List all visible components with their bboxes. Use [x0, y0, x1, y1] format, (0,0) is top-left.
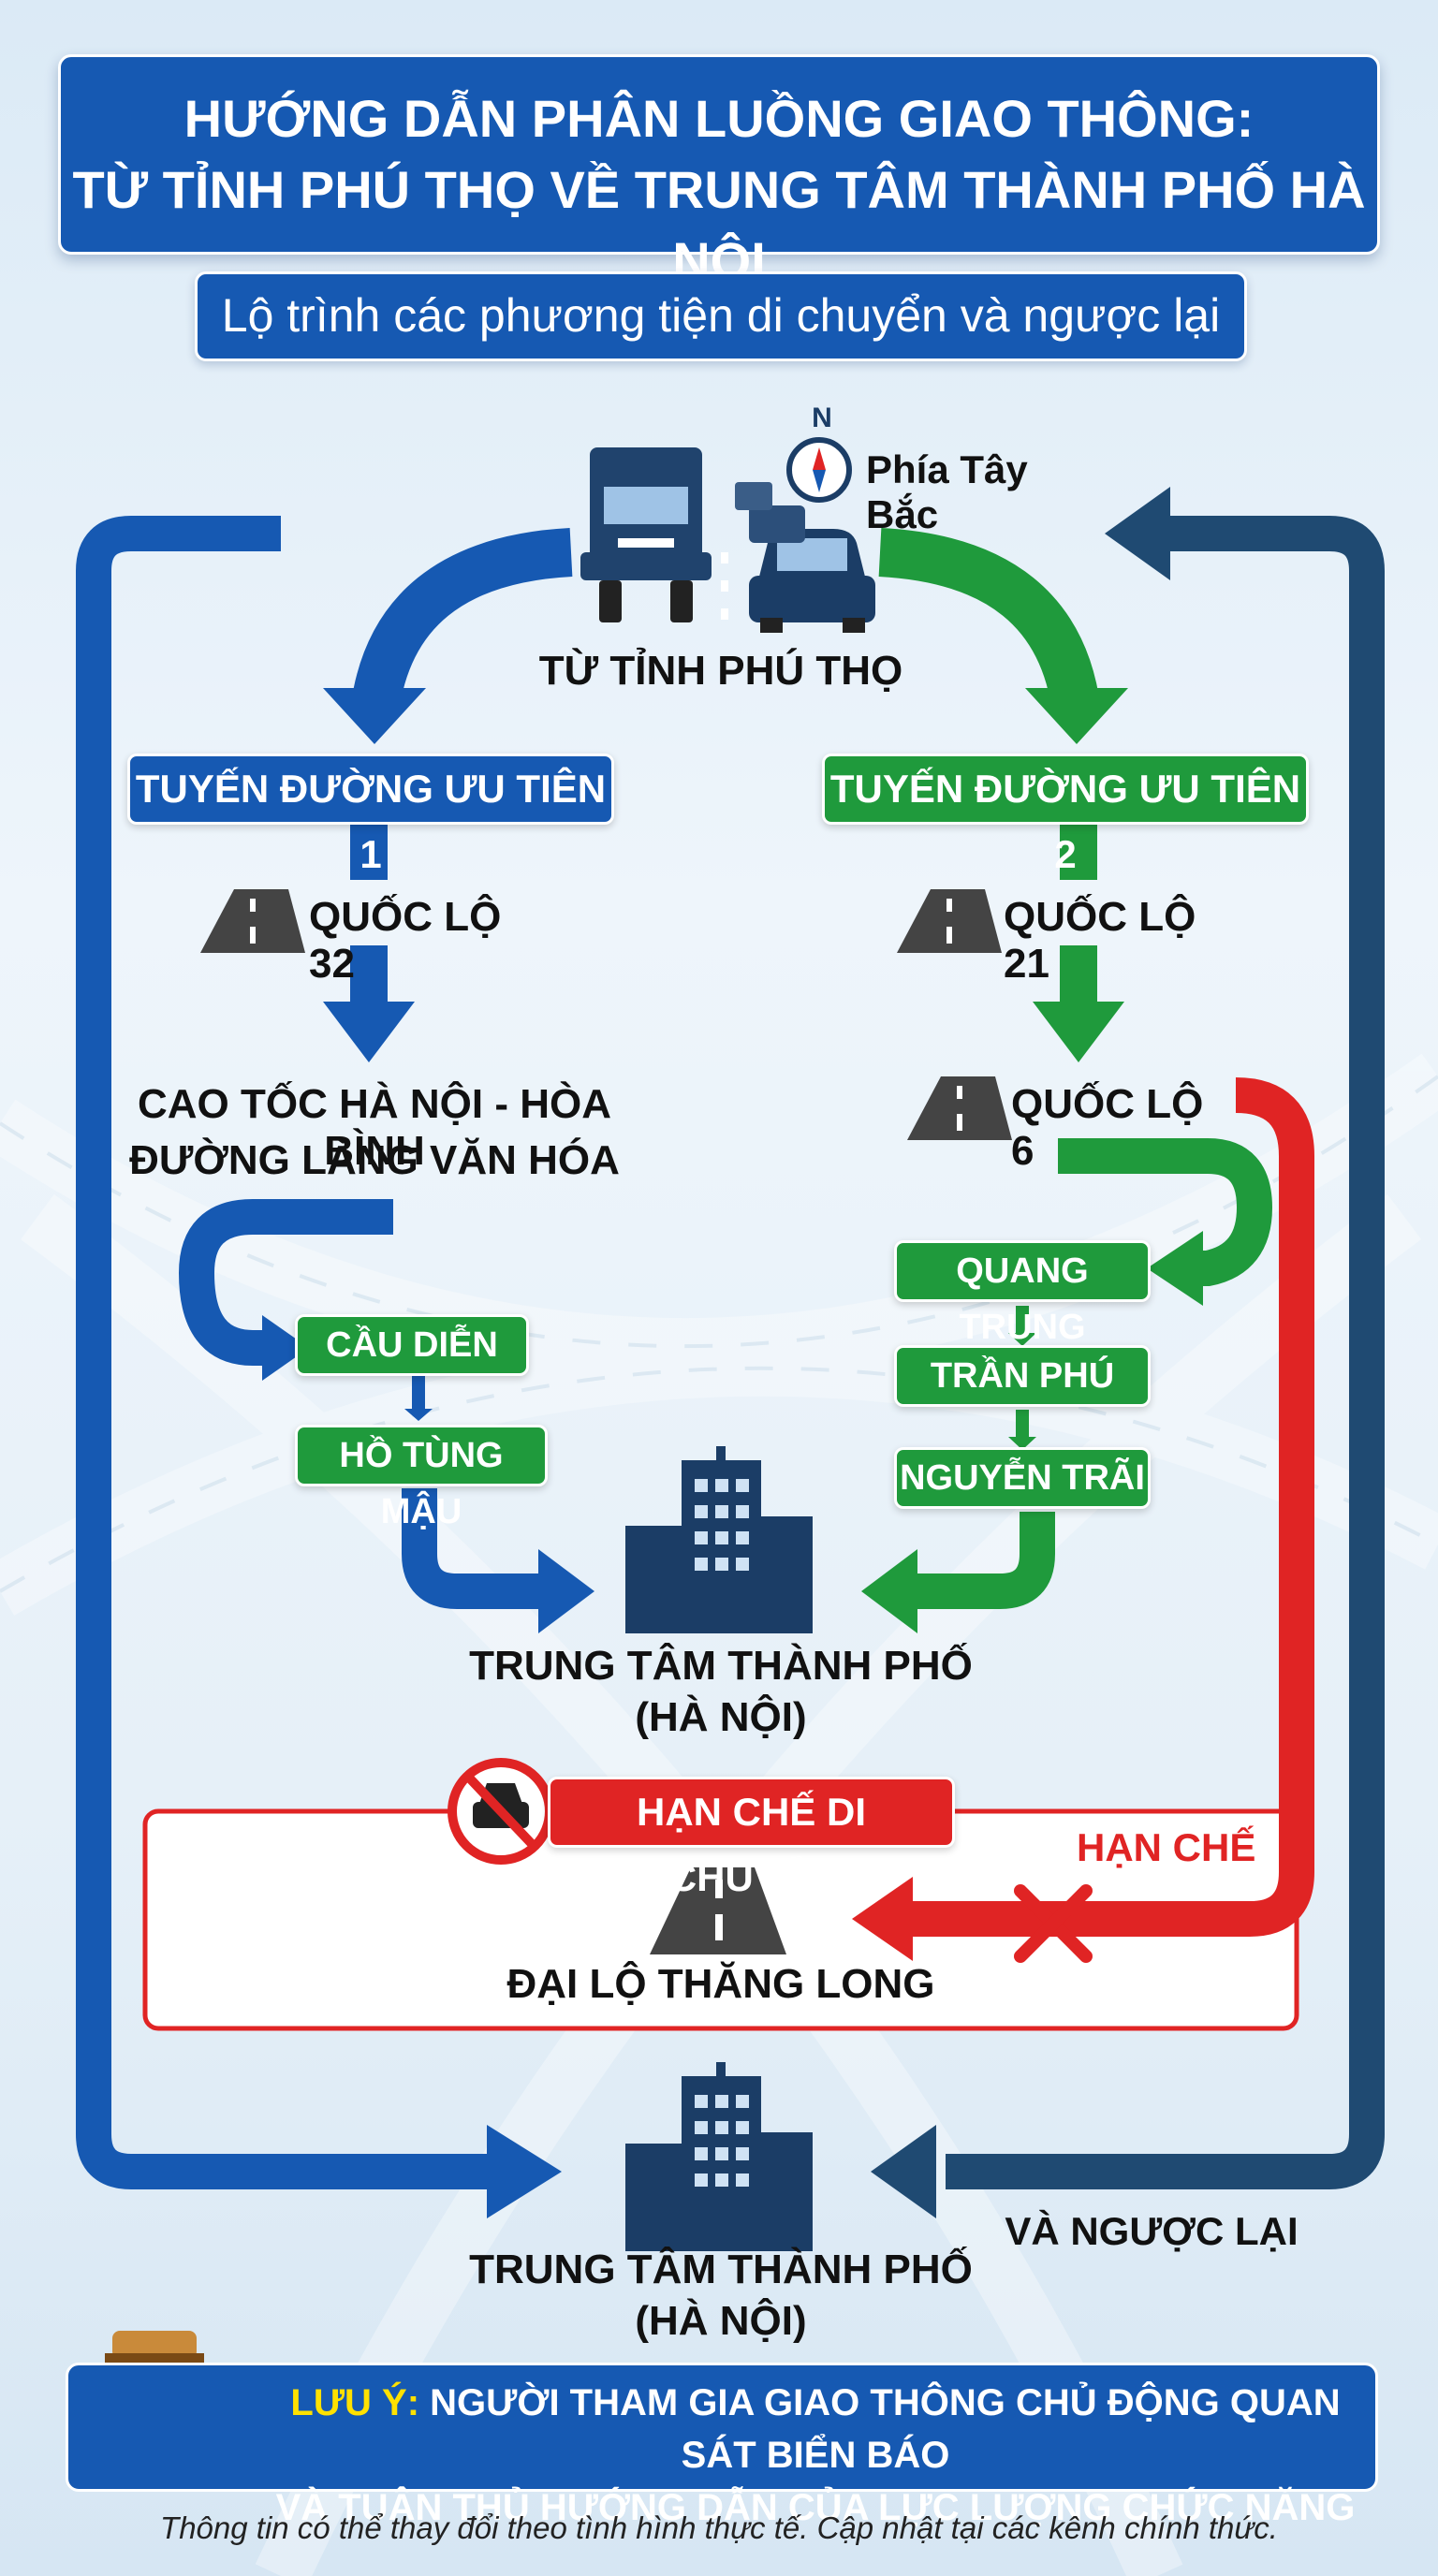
origin-label: TỪ TỈNH PHÚ THỌ [538, 648, 903, 694]
center-label-line2: (HÀ NỘI) [635, 1694, 807, 1740]
destination-label-line2: (HÀ NỘI) [635, 2298, 807, 2344]
outer-left-arrowhead [487, 2125, 562, 2218]
route2-street-nguyen-trai: NGUYỄN TRÃI [894, 1447, 1151, 1509]
origin-right-arrow [878, 528, 1101, 715]
note-line-2: và tuân thủ hướng dẫn của lực lượng chức… [275, 2487, 1356, 2528]
note-line-1: LƯU Ý: Người tham gia giao thông chủ độn… [256, 2377, 1375, 2481]
route1-street-ho-tung-mau: HỒ TÙNG MẬU [295, 1425, 548, 1531]
destination-label-line1: TRUNG TÂM THÀNH PHỐ [469, 2247, 973, 2292]
outer-left-route [76, 516, 506, 2189]
note-text-1: Người tham gia giao thông chủ động quan … [430, 2382, 1341, 2476]
road-icon [200, 889, 1012, 1954]
route2-road-ql6: QUỐC LỘ 6 [1011, 1081, 1204, 1174]
reverse-label: VÀ NGƯỢC LẠI [1005, 2209, 1299, 2253]
restriction-tag: HẠN CHẾ [1077, 1825, 1256, 1869]
car-icon [721, 482, 875, 633]
route2-road-ql21: QUỐC LỘ 21 [1004, 894, 1196, 987]
origin-left-arrow [350, 528, 573, 715]
title-line-1: HƯỚNG DẪN PHÂN LUỒNG GIAO THÔNG: [183, 89, 1255, 148]
outer-right-top-arrowhead [1105, 487, 1170, 580]
route2-street-tran-phu: TRẦN PHÚ [894, 1345, 1151, 1407]
truck-icon [580, 447, 712, 622]
route1-road: QUỐC LỘ 32 [309, 894, 502, 987]
route1-title: TUYẾN ĐƯỜNG ƯU TIÊN 1 [127, 754, 614, 876]
route1-street-cau-dien: CẦU DIỄN [295, 1314, 529, 1376]
title-line-2: TỪ TỈNH PHÚ THỌ VỀ TRUNG TÂM THÀNH PHỐ H… [72, 160, 1366, 290]
compass-icon [786, 437, 852, 503]
no-car-icon [448, 1758, 554, 1865]
note-label: LƯU Ý: [290, 2382, 420, 2423]
compass-letter: N [812, 402, 832, 433]
subtitle-banner: Lộ trình các phương tiện di chuyển và ng… [195, 271, 1247, 361]
route2-title: TUYẾN ĐƯỜNG ƯU TIÊN 2 [822, 754, 1309, 876]
outer-right-route [946, 516, 1385, 2189]
outer-right-bottom-arrowhead [871, 2125, 936, 2218]
route1-highway-line2: ĐƯỜNG LÀNG VĂN HÓA [129, 1137, 620, 1183]
blocked-x-icon [1014, 1884, 1093, 1963]
note-banner: LƯU Ý: Người tham gia giao thông chủ độn… [66, 2363, 1378, 2528]
footer-disclaimer: Thông tin có thể thay đổi theo tình hình… [160, 2510, 1278, 2545]
city-building-icon-1 [625, 1446, 813, 1633]
route2-street-quang-trung: QUANG TRUNG [894, 1240, 1151, 1347]
restriction-title: HẠN CHẾ DI CHUYỂN [548, 1777, 955, 1899]
compass-direction: Phía Tây Bắc [866, 447, 1028, 536]
title-banner: HƯỚNG DẪN PHÂN LUỒNG GIAO THÔNG: TỪ TỈNH… [58, 54, 1380, 290]
center-label-line1: TRUNG TÂM THÀNH PHỐ [469, 1643, 973, 1689]
route1-highway-line1: CAO TỐC HÀ NỘI - HÒA BÌNH [138, 1081, 611, 1174]
restriction-road: ĐẠI LỘ THĂNG LONG [506, 1961, 935, 2007]
